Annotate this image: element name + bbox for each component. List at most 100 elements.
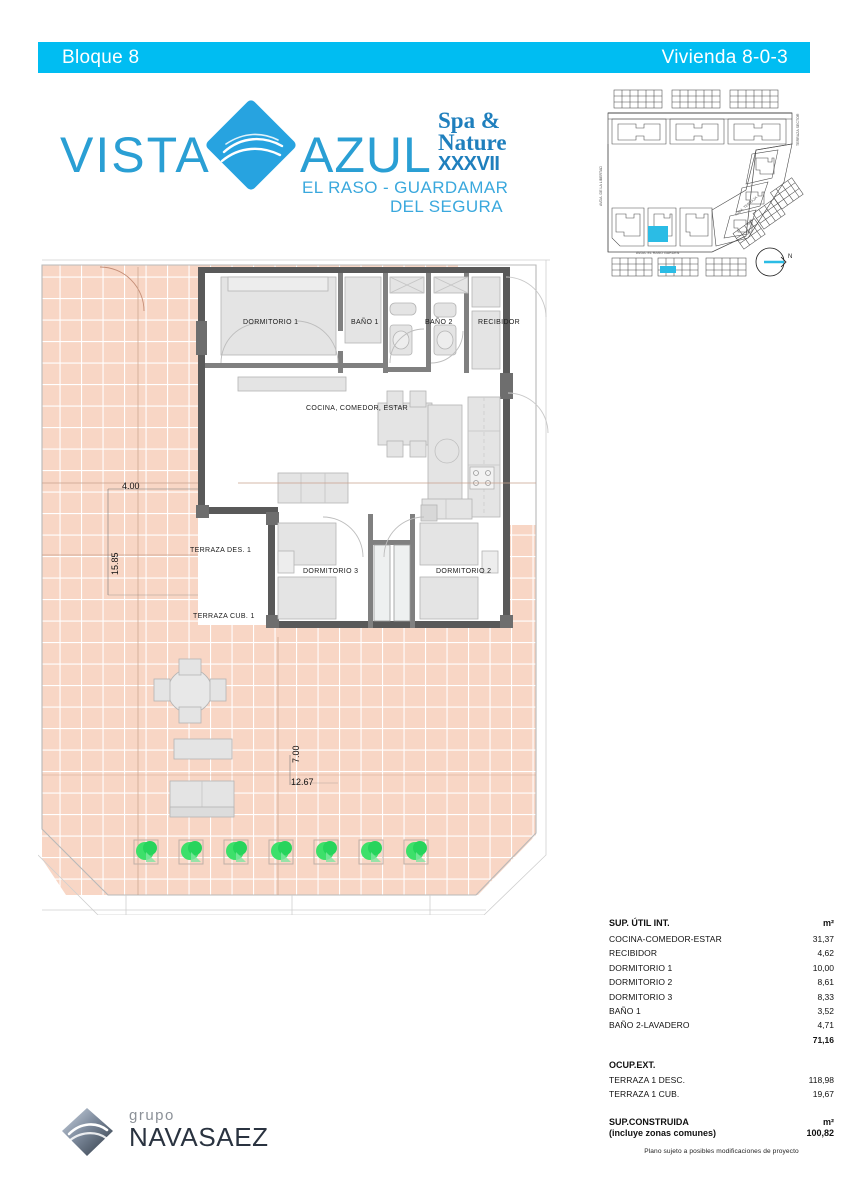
bed-dormitorio-2b bbox=[419, 576, 479, 620]
header-bar: Bloque 8 Vivienda 8-0-3 bbox=[38, 42, 810, 73]
section-title-construida: SUP.CONSTRUIDA bbox=[609, 1116, 689, 1127]
room-label-dormitorio-1: DORMITORIO 1 bbox=[243, 319, 299, 326]
sink-kitchen bbox=[434, 438, 460, 464]
badge-line-2: Nature bbox=[438, 130, 507, 156]
navasaez-footer-logo: grupo NAVASAEZ bbox=[57, 1104, 287, 1166]
sink-bano-2 bbox=[433, 302, 457, 318]
table-row: RECIBIDOR 4,62 bbox=[609, 946, 834, 960]
terrace-chair bbox=[178, 706, 202, 724]
furniture bbox=[153, 276, 501, 818]
terrace-bench bbox=[173, 738, 233, 760]
sofa bbox=[277, 472, 349, 504]
table-row: BAÑO 2-LAVADERO 4,71 bbox=[609, 1018, 834, 1032]
bed-dormitorio-2 bbox=[419, 522, 479, 566]
navasaez-wordmark: grupo NAVASAEZ bbox=[129, 1108, 269, 1151]
sideboard bbox=[237, 376, 347, 392]
section-title-ocup-ext: OCUP.EXT. bbox=[609, 1059, 656, 1070]
closet-recibidor bbox=[471, 276, 501, 308]
street-label-right: TERRAZA SECTOR bbox=[796, 113, 800, 146]
construida-row: (incluye zonas comunes) 100,82 bbox=[609, 1128, 834, 1138]
badge-line-3: XXXVII bbox=[438, 152, 500, 175]
walls bbox=[196, 267, 513, 628]
cooktop-icon bbox=[469, 466, 495, 490]
door-swings bbox=[99, 266, 549, 558]
terrace-guides bbox=[42, 267, 536, 895]
wardrobe-dormitorio-1 bbox=[344, 276, 382, 344]
area-schedule-table: SUP. ÚTIL INT. m² COCINA-COMEDOR-ESTAR 3… bbox=[609, 918, 834, 1155]
dining-chair bbox=[409, 390, 427, 408]
street-label-left: AVDA. DE LA LIBERTAD bbox=[599, 166, 603, 206]
appliance bbox=[420, 504, 438, 522]
unit-label: Vivienda 8-0-3 bbox=[661, 46, 788, 68]
table-row: TERRAZA 1 CUB. 19,67 bbox=[609, 1087, 834, 1101]
parking-top bbox=[613, 89, 779, 109]
construida-label: (incluye zonas comunes) bbox=[609, 1127, 717, 1138]
highlighted-parking bbox=[660, 266, 676, 273]
room-label-dormitorio-2: DORMITORIO 2 bbox=[436, 568, 492, 575]
row-label: DORMITORIO 1 bbox=[609, 962, 673, 973]
logo-subtitle-2: DEL SEGURA bbox=[390, 197, 503, 216]
room-label-bano-1: BAÑO 1 bbox=[351, 319, 379, 326]
room-label-terraza-des-1: TERRAZA DES. 1 bbox=[190, 547, 252, 554]
row-label: RECIBIDOR bbox=[609, 948, 658, 959]
terrace-table bbox=[167, 668, 213, 714]
table-row: COCINA-COMEDOR-ESTAR 31,37 bbox=[609, 932, 834, 946]
dining-chair bbox=[386, 390, 404, 408]
spa-nature-badge: Spa & Nature XXXVII bbox=[438, 108, 530, 175]
dimension-12-67: 12.67 bbox=[291, 777, 314, 787]
area-total-row: 71,16 bbox=[609, 1035, 834, 1045]
row-value: 8,61 bbox=[817, 977, 834, 988]
highlighted-unit bbox=[648, 226, 668, 242]
building-row-diagonal bbox=[711, 143, 793, 247]
row-label: DORMITORIO 2 bbox=[609, 977, 673, 988]
row-value: 118,98 bbox=[808, 1074, 834, 1085]
terrace-chair bbox=[153, 678, 171, 702]
wave-icon bbox=[220, 133, 284, 163]
terrace-chair bbox=[209, 678, 227, 702]
dining-chair bbox=[386, 440, 404, 458]
row-label: BAÑO 1 bbox=[609, 1006, 641, 1017]
vista-azul-logo: VISTA AZUL Spa & Nature XXXVII EL RASO -… bbox=[60, 98, 530, 216]
unit-header: m² bbox=[823, 918, 834, 928]
section-unit-construida: m² bbox=[823, 1116, 834, 1127]
room-label-cocina-comedor-estar: COCINA, COMEDOR, ESTAR bbox=[306, 405, 409, 412]
area-total-value: 71,16 bbox=[812, 1034, 834, 1045]
table-row: TERRAZA 1 DESC. 118,98 bbox=[609, 1073, 834, 1087]
row-label: COCINA-COMEDOR-ESTAR bbox=[609, 934, 722, 944]
badge-line-1: Spa & bbox=[438, 108, 500, 133]
row-value: 10,00 bbox=[812, 962, 834, 973]
section-title-construida-row: SUP.CONSTRUIDA m² bbox=[609, 1117, 834, 1127]
terrace-chair bbox=[178, 658, 202, 676]
navasaez-mark-icon bbox=[62, 1108, 113, 1156]
table-row: DORMITORIO 1 10,00 bbox=[609, 961, 834, 975]
street-label-bottom: AVDA. EL RASO GARDEN bbox=[636, 251, 680, 255]
room-label-recibidor: RECIBIDOR bbox=[478, 319, 521, 326]
dimension-15-85: 15.85 bbox=[110, 552, 120, 575]
dimension-7-00: 7.00 bbox=[291, 745, 301, 763]
building-row-top bbox=[611, 118, 787, 145]
parking-bottom bbox=[611, 257, 747, 277]
table-row: BAÑO 1 3,52 bbox=[609, 1004, 834, 1018]
construida-value: 100,82 bbox=[806, 1127, 834, 1138]
block-label: Bloque 8 bbox=[62, 46, 140, 68]
table-row: DORMITORIO 2 8,61 bbox=[609, 975, 834, 989]
north-arrow-icon: N bbox=[755, 247, 792, 277]
sink-bano-1 bbox=[389, 302, 417, 316]
nightstand bbox=[277, 550, 295, 574]
building-row-bottom bbox=[611, 207, 713, 247]
room-label-terraza-cub-1: TERRAZA CUB. 1 bbox=[193, 613, 255, 620]
row-value: 19,67 bbox=[812, 1089, 834, 1100]
closet-recibidor-2 bbox=[471, 310, 501, 370]
row-value: 8,33 bbox=[817, 991, 834, 1002]
dining-chair bbox=[409, 440, 427, 458]
site-location-plan: N AVDA. DE LA LIBERTAD TERRAZA SECTOR AV… bbox=[599, 89, 804, 277]
row-label: DORMITORIO 3 bbox=[609, 991, 673, 1002]
dimension-lines bbox=[107, 488, 338, 785]
parking-diagonal bbox=[732, 177, 804, 250]
row-value: 3,52 bbox=[817, 1006, 834, 1017]
logo-word-azul: AZUL bbox=[300, 127, 432, 183]
row-label: TERRAZA 1 CUB. bbox=[609, 1089, 680, 1100]
apartment-floor-plan: DORMITORIO 1 BAÑO 1 BAÑO 2 RECIBIDOR COC… bbox=[37, 255, 598, 917]
terrace-outline bbox=[41, 264, 537, 896]
row-label: TERRAZA 1 DESC. bbox=[609, 1074, 686, 1085]
